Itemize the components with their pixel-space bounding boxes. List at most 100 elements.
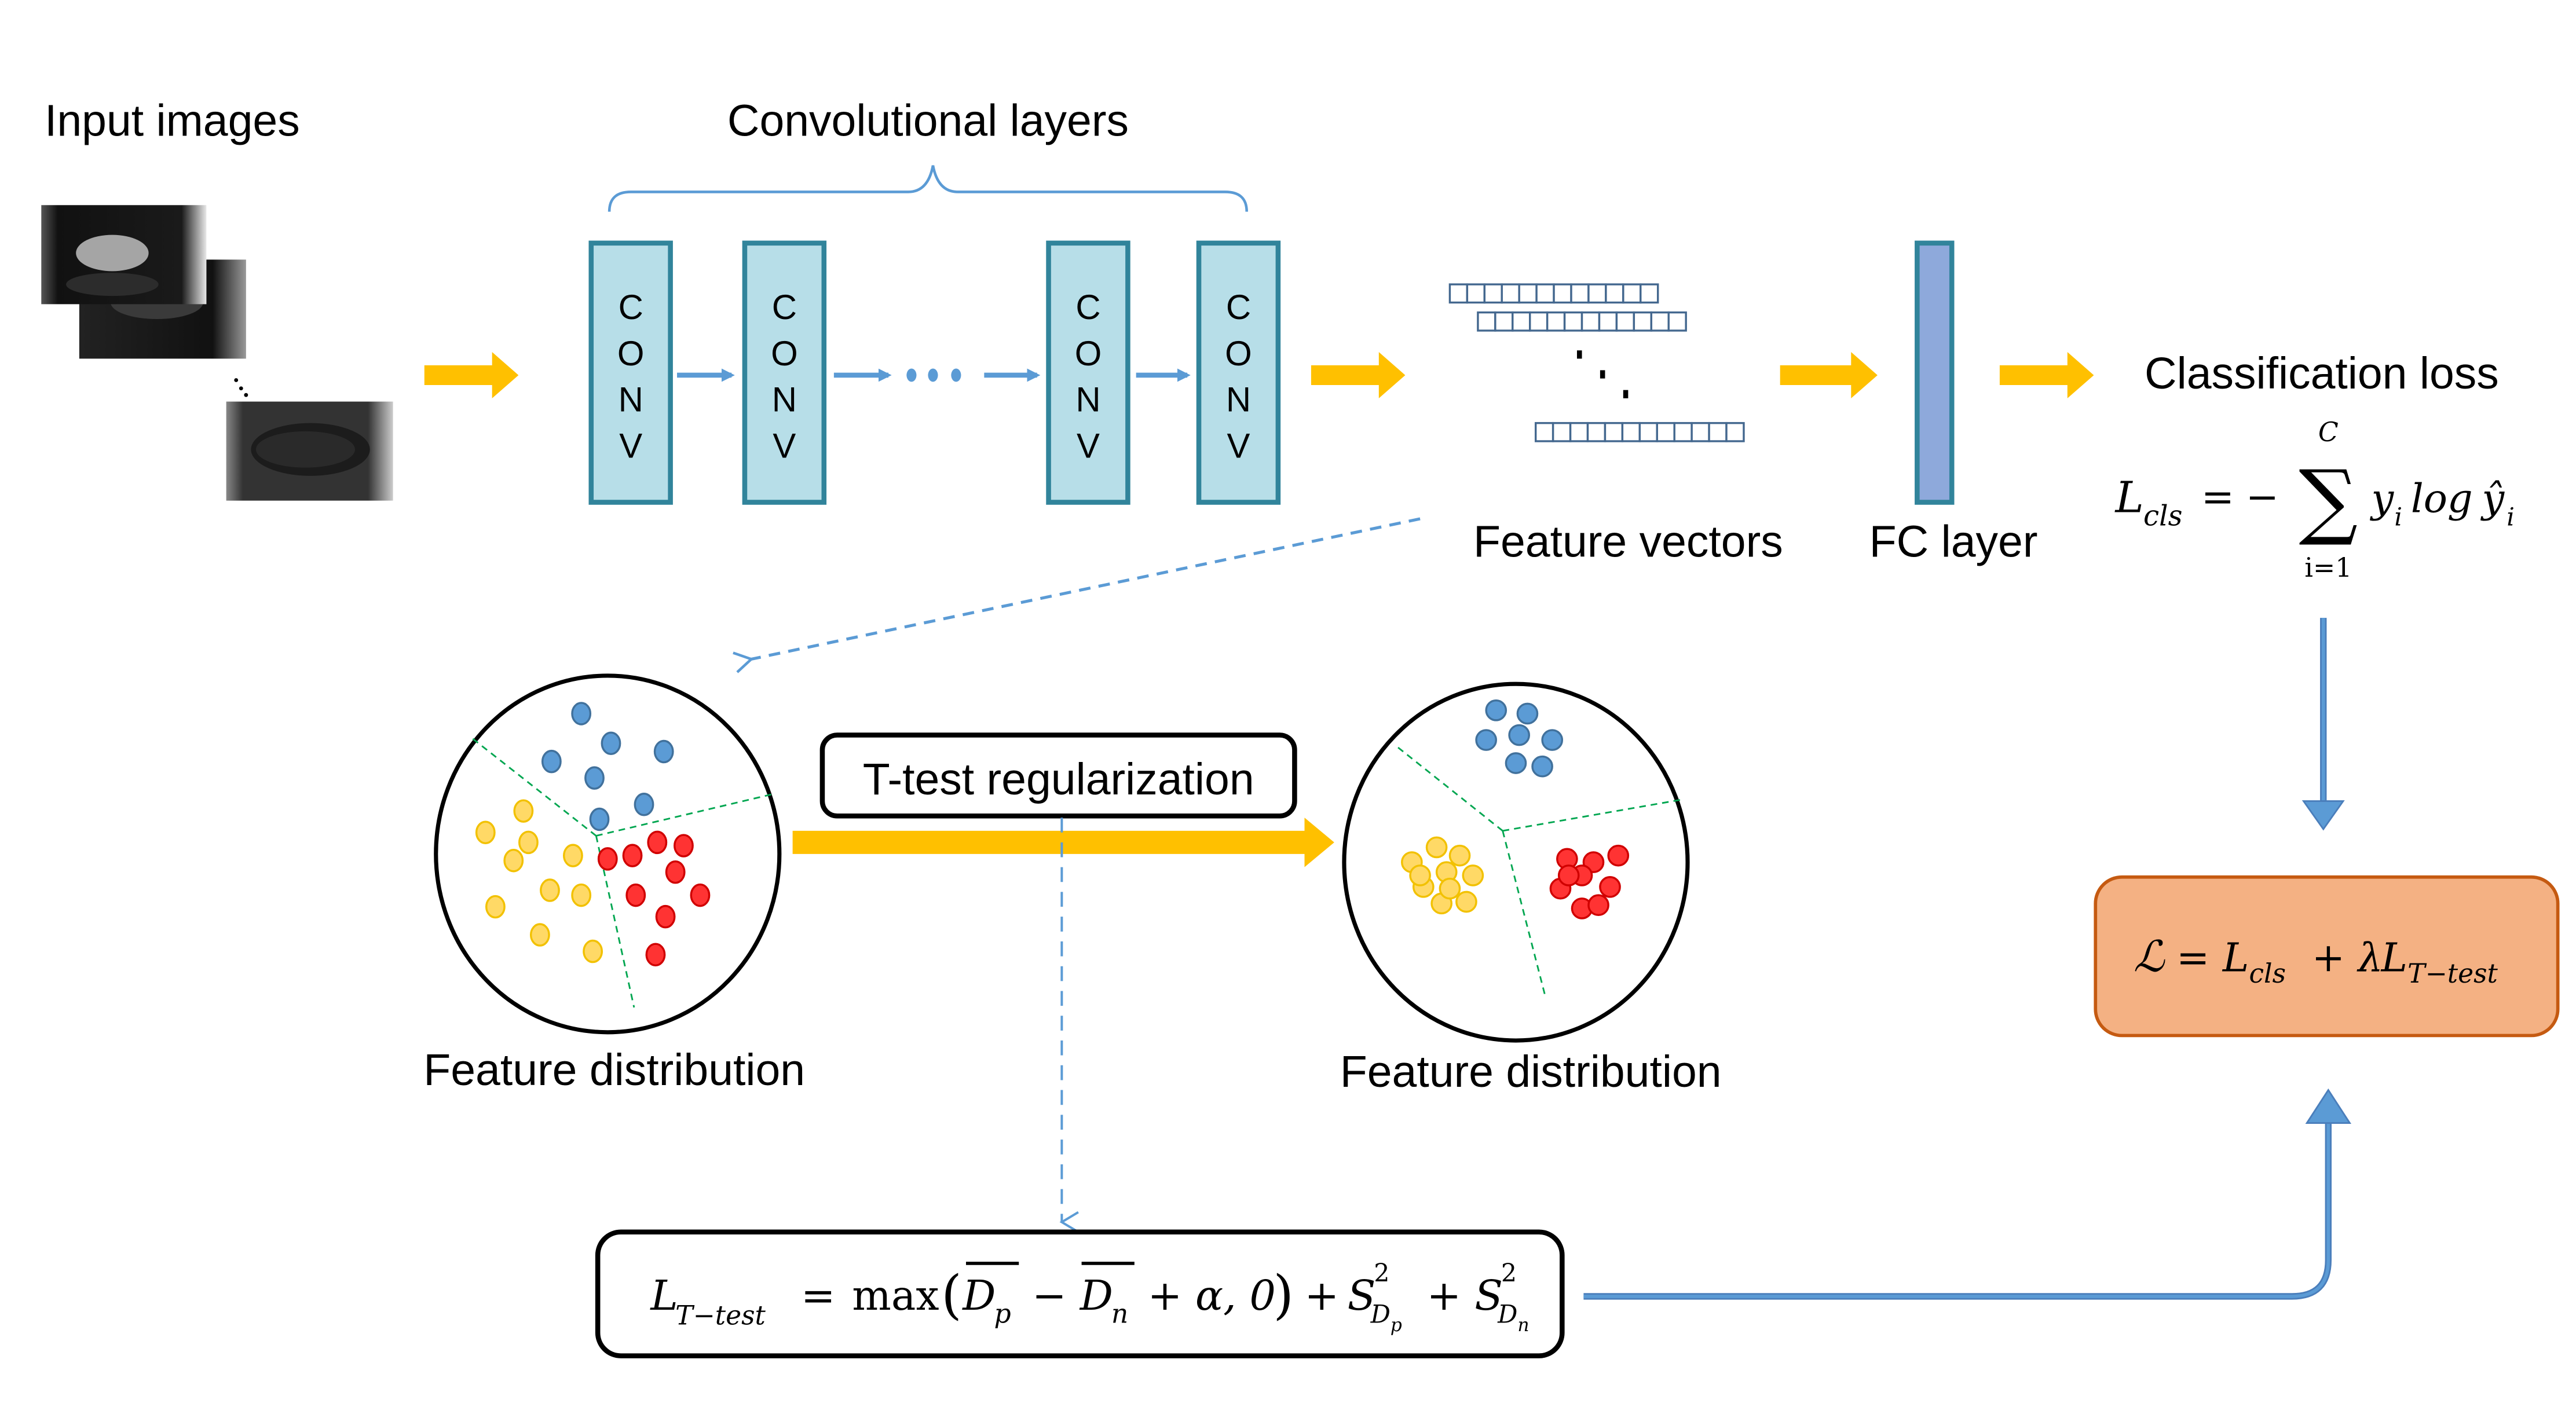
feature-point-red xyxy=(625,883,646,907)
feature-point-yellow xyxy=(1462,864,1484,886)
ttest-lhs-sub: T−test xyxy=(675,1300,766,1331)
ttest-s1-sub: D xyxy=(1370,1300,1391,1329)
vector-cell xyxy=(1615,311,1635,332)
total-lt: L xyxy=(2380,935,2407,981)
ttest-paren-open: ( xyxy=(941,1263,962,1325)
ttest-s1-sq: 2 xyxy=(1374,1259,1389,1288)
feature-vectors xyxy=(1448,283,1745,442)
decision-boundary xyxy=(1502,798,1683,832)
ttest-dn: D xyxy=(1079,1272,1113,1320)
feature-point-blue xyxy=(541,749,562,774)
vector-cell xyxy=(1529,311,1549,332)
vector-cell xyxy=(1494,311,1514,332)
ttest-s2-sq: 2 xyxy=(1501,1259,1517,1288)
conv-letter: N xyxy=(1075,380,1100,419)
feature-point-yellow xyxy=(503,848,524,873)
conv-letter: C xyxy=(1226,288,1251,327)
vector-cell xyxy=(1466,283,1486,304)
ttest-plus-1: + xyxy=(1305,1272,1340,1320)
total-lt-sub: T−test xyxy=(2407,958,2498,989)
feature-point-red xyxy=(1607,844,1630,867)
ttest-lhs: L xyxy=(649,1272,678,1320)
decision-boundary xyxy=(1502,830,1547,998)
fc-layer-label: FC layer xyxy=(1869,517,2038,567)
feature-point-red xyxy=(674,834,694,858)
vector-cell xyxy=(1621,422,1641,442)
feature-vectors-label: Feature vectors xyxy=(1473,517,1783,567)
vector-cell xyxy=(1690,422,1710,442)
feature-point-yellow xyxy=(1425,836,1448,859)
feature-point-blue xyxy=(1516,702,1539,725)
arrow-regularization xyxy=(792,818,1334,867)
sum-icon: ∑ xyxy=(2299,452,2358,548)
ttest-s2-subsub: n xyxy=(1517,1315,1529,1336)
feature-point-red xyxy=(597,847,618,871)
term-log: log xyxy=(2411,476,2473,522)
feature-point-yellow xyxy=(1409,864,1431,886)
conv-brace xyxy=(608,165,1248,212)
fc-layer-block xyxy=(1915,240,1955,505)
feature-point-yellow xyxy=(571,883,592,907)
mri-image-2 xyxy=(41,205,207,305)
feature-point-blue xyxy=(1531,755,1553,778)
feature-point-blue xyxy=(1541,729,1564,751)
arrow-features-to-fc xyxy=(1780,352,1878,398)
ttest-s1: S xyxy=(1348,1272,1376,1320)
conv-letter: V xyxy=(1227,427,1250,466)
vector-cell xyxy=(1552,422,1572,442)
ttest-s1-subsub: p xyxy=(1391,1315,1402,1336)
vector-cell xyxy=(1673,422,1693,442)
feature-distribution-after xyxy=(1342,681,1690,1043)
ttest-regularization-label: T-test regularization xyxy=(863,754,1254,804)
vector-cell xyxy=(1656,422,1675,442)
vector-cell xyxy=(1570,283,1590,304)
vector-cell xyxy=(1512,311,1531,332)
feature-vector xyxy=(1448,283,1659,304)
feature-point-yellow xyxy=(563,844,583,867)
total-script-l: ℒ xyxy=(2134,932,2165,981)
vector-cell xyxy=(1553,283,1572,304)
feature-point-yellow xyxy=(485,895,506,919)
input-image-stack xyxy=(41,205,393,501)
feature-point-red xyxy=(647,830,668,855)
arrow-conv-to-features xyxy=(1311,352,1406,398)
feature-point-red xyxy=(645,943,666,966)
ttest-s2: S xyxy=(1474,1272,1503,1320)
vector-cell xyxy=(1640,283,1659,304)
total-loss-box xyxy=(2094,875,2560,1038)
feature-point-red xyxy=(1587,894,1609,917)
ttest-eq: = xyxy=(801,1272,836,1320)
ttest-dn-sub: n xyxy=(1111,1299,1128,1329)
feature-vector xyxy=(1534,422,1745,442)
ttest-paren-close: ) xyxy=(1273,1263,1294,1325)
total-eq: = xyxy=(2176,935,2209,981)
feature-distribution-after-label: Feature distribution xyxy=(1340,1047,1722,1097)
decision-boundary xyxy=(471,738,597,837)
feature-point-blue xyxy=(1508,724,1530,746)
term-yhat: ŷ xyxy=(2480,476,2505,522)
formula-minus: − xyxy=(2246,474,2279,521)
feature-point-yellow xyxy=(529,923,550,947)
vector-cell xyxy=(1708,422,1728,442)
vector-cell xyxy=(1633,311,1652,332)
sum-lower: i=1 xyxy=(2304,552,2352,583)
conv-letter: V xyxy=(619,427,642,466)
vector-cell xyxy=(1587,283,1607,304)
feature-point-blue xyxy=(571,702,592,726)
conv-letter: V xyxy=(773,427,796,466)
sum-upper: C xyxy=(2318,417,2339,448)
term-y: y xyxy=(2369,476,2394,522)
feature-point-blue xyxy=(634,793,654,816)
vector-cell xyxy=(1518,283,1538,304)
vector-cell xyxy=(1448,283,1469,304)
mri-image-3 xyxy=(226,401,393,501)
term-yhat-sub: i xyxy=(2507,503,2515,532)
feature-point-blue xyxy=(1505,752,1527,774)
vector-cell xyxy=(1580,311,1601,332)
conv-letter: V xyxy=(1077,427,1100,466)
